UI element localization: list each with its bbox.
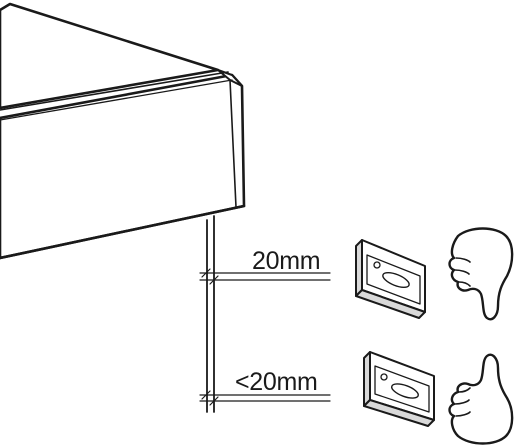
countertop [0,2,246,260]
countertop-bottom-edge [0,204,246,260]
countertop-edge-line [0,71,229,111]
dimension-tick [201,390,211,400]
countertop-front-face [0,73,246,260]
dimension-label-less-than-20mm: <20mm [235,368,318,396]
dimension-tick [209,396,219,406]
dimension-tick [201,268,211,278]
clip-bottom [363,399,435,427]
thumb-finger-line [454,269,470,275]
side-panel [206,215,215,413]
mounting-clip-top [355,239,426,319]
thumbs-up-icon [448,353,514,445]
dimension-label-20mm: 20mm [252,247,321,275]
clip-slot [382,271,410,289]
thumb-finger-line [458,281,471,287]
mounting-clip-bottom [363,351,435,427]
thumb-finger-line [454,399,470,405]
thumb-hand [448,353,514,445]
bottom-dimension [199,390,331,406]
clip-hole [380,373,388,381]
clip-bottom [355,289,426,319]
dimension-tick [209,275,219,285]
clip-slot [391,383,419,399]
thumbs-down-icon [448,227,514,321]
countertop-side-face [217,69,243,87]
top-dimension [199,268,331,285]
thumb-hand [448,227,514,321]
countertop-edge-line [229,79,237,208]
clip-hole [373,261,381,269]
thumb-finger-line [458,387,471,393]
thumb-finger-line [455,257,471,263]
thumb-finger-line [455,411,471,417]
countertop-edge-line [0,79,233,121]
